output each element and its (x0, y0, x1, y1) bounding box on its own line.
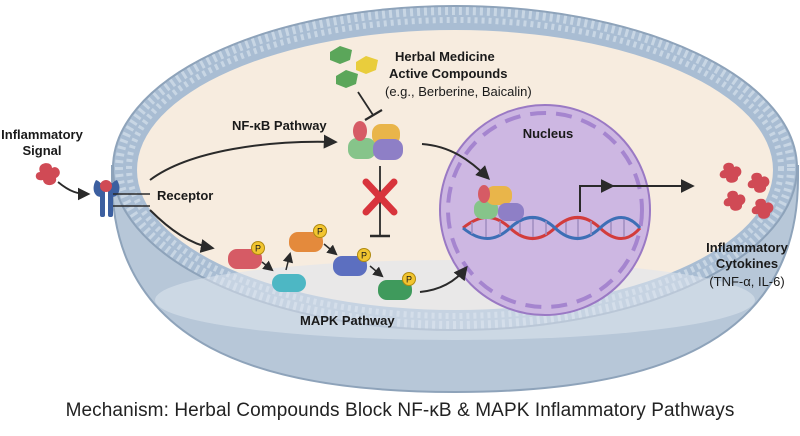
inflammatory-signal-label-2: Signal (22, 143, 61, 158)
cytokine-3 (723, 190, 746, 211)
mapk-label: MAPK Pathway (300, 313, 395, 328)
receptor: Receptor (93, 180, 213, 217)
cytokines: Inflammatory Cytokines (TNF-α, IL-6) (706, 162, 789, 289)
dish-rim-shadow (155, 260, 755, 340)
kinase-5: P (378, 272, 416, 300)
cytokine-4 (751, 198, 774, 219)
bound-signal (100, 180, 112, 192)
signal-molecule (35, 163, 60, 186)
inflammatory-signal-label-1: Inflammatory (1, 127, 83, 142)
receptor-to-nfkb-arrow (149, 134, 338, 181)
figure-caption: Mechanism: Herbal Compounds Block NF-κB … (65, 400, 735, 421)
herbal-compounds: Herbal Medicine Active Compounds (e.g., … (330, 46, 532, 121)
block-x-icon (362, 178, 398, 216)
receptor-to-mapk-arrow (149, 209, 215, 253)
cytokines-label-2: Cytokines (716, 256, 778, 271)
kinase-2 (272, 274, 306, 292)
nfkb-to-nucleus-arrow (421, 143, 490, 180)
compound-green-1 (330, 46, 352, 64)
nfkb-complex (348, 121, 403, 160)
pathway-block (362, 166, 398, 238)
svg-text:P: P (317, 227, 323, 237)
nfkb-label: NF-κB Pathway (232, 118, 327, 133)
kinase-1: P (228, 241, 265, 269)
kinase-4: P (333, 248, 371, 276)
compound-green-2 (336, 70, 358, 88)
svg-text:P: P (255, 244, 261, 254)
compound-yellow (356, 56, 378, 74)
svg-text:P: P (361, 251, 367, 261)
dna-helix (462, 216, 642, 240)
inflammatory-signal: Inflammatory Signal (1, 127, 91, 201)
herbal-label-2: Active Compounds (389, 66, 507, 81)
cytokine-2 (747, 172, 770, 193)
herbal-examples: (e.g., Berberine, Baicalin) (385, 84, 532, 99)
mapk-to-nucleus-arrow (419, 265, 468, 293)
nfkb-pathway: NF-κB Pathway (149, 118, 490, 181)
nucleus-label: Nucleus (523, 126, 574, 141)
cytokines-label-1: Inflammatory (706, 240, 788, 255)
transcription-arrow (579, 179, 615, 212)
receptor-label: Receptor (157, 188, 213, 203)
mapk-pathway: P P P P MAPK Pathway (149, 209, 468, 328)
svg-text:P: P (406, 275, 412, 285)
signal-to-receptor-arrow (57, 181, 91, 201)
herbal-label-1: Herbal Medicine (395, 49, 495, 64)
herbal-inhibit-nfkb (357, 91, 383, 121)
kinase-3: P (289, 224, 327, 252)
transcription-complex (474, 185, 524, 221)
cytokine-1 (719, 162, 742, 183)
nucleus: Nucleus (439, 104, 651, 316)
cytokine-examples: (TNF-α, IL-6) (709, 274, 784, 289)
